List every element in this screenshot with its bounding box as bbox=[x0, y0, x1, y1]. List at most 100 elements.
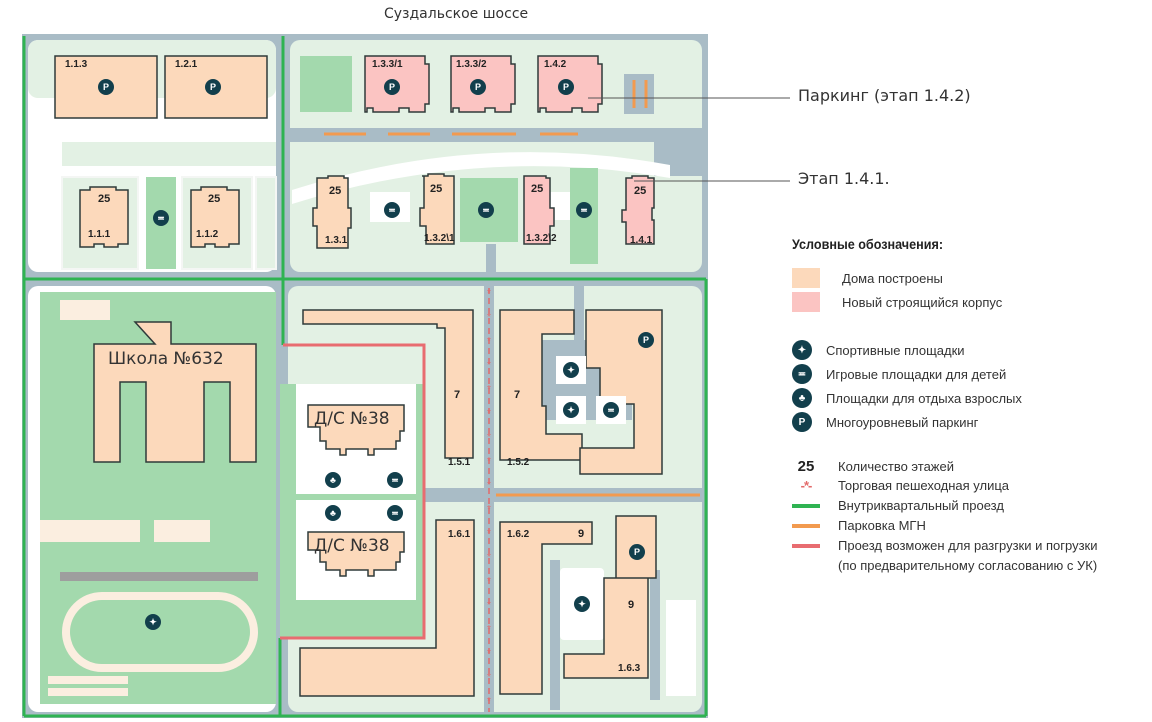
kindergarten-2[interactable] bbox=[307, 531, 405, 577]
svg-text:P: P bbox=[563, 82, 569, 92]
sports-field bbox=[70, 600, 250, 664]
parking-icon: P bbox=[98, 79, 114, 95]
sport-icon: ✦ bbox=[563, 402, 579, 418]
legend-line-sample bbox=[792, 503, 820, 508]
playground-icon: ≖ bbox=[384, 202, 400, 218]
pedestrian-marker: * bbox=[487, 432, 491, 443]
building-label: 1.4.1 bbox=[630, 235, 653, 246]
rest-area-icon: ♣ bbox=[325, 505, 341, 521]
floors-count: 9 bbox=[628, 599, 634, 611]
building-label: 1.3.2\2 bbox=[526, 233, 557, 244]
pedestrian-marker: * bbox=[487, 312, 491, 323]
svg-text:P: P bbox=[643, 335, 649, 345]
building-label: 1.3.2\1 bbox=[424, 233, 455, 244]
building-1-1-1[interactable] bbox=[79, 186, 129, 248]
svg-text:✦: ✦ bbox=[149, 617, 157, 627]
legend-item: (по предварительному согласованию с УК) bbox=[792, 558, 1097, 573]
svg-text:≖: ≖ bbox=[482, 205, 490, 215]
legend-label: Парковка МГН bbox=[838, 518, 926, 533]
walkway bbox=[666, 600, 696, 696]
path bbox=[154, 520, 210, 542]
building-label: 1.4.2 bbox=[544, 59, 567, 70]
building-label: 1.3.3/2 bbox=[456, 59, 487, 70]
parking-icon: P bbox=[384, 79, 400, 95]
svg-text:♣: ♣ bbox=[330, 475, 336, 485]
path bbox=[40, 520, 140, 542]
playground-icon: ≖ bbox=[792, 364, 812, 384]
lawn bbox=[62, 142, 276, 166]
svg-text:P: P bbox=[210, 82, 216, 92]
pedestrian-marker: * bbox=[487, 600, 491, 611]
svg-text:≖: ≖ bbox=[391, 475, 399, 485]
kindergarten-1[interactable] bbox=[307, 404, 405, 456]
floors-count: 25 bbox=[430, 183, 442, 195]
building-1-3-2-2[interactable] bbox=[523, 175, 555, 245]
building-1-4-1[interactable] bbox=[621, 175, 655, 245]
path bbox=[48, 688, 128, 696]
legend-item: Внутриквартальный проезд bbox=[792, 498, 1004, 513]
parking-icon: P bbox=[629, 544, 645, 560]
playground-icon: ≖ bbox=[387, 472, 403, 488]
sport-icon: ✦ bbox=[792, 340, 812, 360]
pedestrian-marker: * bbox=[487, 552, 491, 563]
building-1-1-2[interactable] bbox=[190, 186, 240, 248]
kindergarten-label: Д/С №38 bbox=[314, 409, 390, 429]
legend-item: Проезд возможен для разгрузки и погрузки bbox=[792, 538, 1098, 553]
sport-icon: ✦ bbox=[563, 362, 579, 378]
building-1-3-1[interactable] bbox=[312, 175, 352, 249]
legend-label: Внутриквартальный проезд bbox=[838, 498, 1004, 513]
legend-label: Многоуровневый паркинг bbox=[826, 414, 979, 430]
callout-stage: Этап 1.4.1. bbox=[798, 169, 890, 188]
floors-count: 25 bbox=[634, 185, 646, 197]
kindergarten-label: Д/С №38 bbox=[314, 536, 390, 556]
school-building[interactable] bbox=[93, 321, 257, 463]
building-label: 1.3.1 bbox=[325, 235, 348, 246]
svg-text:✦: ✦ bbox=[578, 599, 586, 609]
floors-count: 7 bbox=[514, 389, 520, 401]
parking-icon: P bbox=[792, 412, 812, 432]
building-label: 1.6.1 bbox=[448, 529, 471, 540]
pedestrian-marker: * bbox=[487, 624, 491, 635]
school-label: Школа №632 bbox=[108, 349, 224, 369]
building-1-3-2-1[interactable] bbox=[419, 173, 455, 245]
legend-label: Площадки для отдыха взрослых bbox=[826, 390, 1022, 406]
pedestrian-marker: * bbox=[487, 696, 491, 707]
mgn-parking-lines bbox=[324, 80, 700, 497]
parking-icon: P bbox=[205, 79, 221, 95]
playground-icon: ≖ bbox=[387, 505, 403, 521]
building-1-5-1[interactable] bbox=[302, 309, 474, 459]
building-1-6-1[interactable] bbox=[299, 519, 475, 697]
floors-count: 25 bbox=[531, 183, 543, 195]
loading-road-line bbox=[280, 343, 426, 640]
walkway bbox=[292, 152, 670, 204]
legend-label: Количество этажей bbox=[838, 459, 954, 474]
building-label: 1.5.1 bbox=[448, 457, 471, 468]
building-label: 1.3.3/1 bbox=[372, 59, 403, 70]
street-label: Суздальское шоссе bbox=[384, 6, 529, 22]
pedestrian-street-markers: ****************** bbox=[487, 288, 491, 707]
building-label: 1.1.2 bbox=[196, 229, 219, 240]
building-1-6-2[interactable] bbox=[499, 521, 593, 695]
svg-text:≖: ≖ bbox=[157, 213, 165, 223]
svg-text:≖: ≖ bbox=[607, 405, 615, 415]
pedestrian-marker: * bbox=[487, 408, 491, 419]
svg-text:P: P bbox=[634, 547, 640, 557]
svg-text:≖: ≖ bbox=[580, 205, 588, 215]
building-multilevel-parking-1-5[interactable] bbox=[579, 309, 663, 475]
legend-item: ✦Спортивные площадки bbox=[792, 340, 965, 360]
building-label: 1.2.1 bbox=[175, 59, 198, 70]
legend-swatch bbox=[792, 268, 820, 288]
pedestrian-marker: * bbox=[487, 384, 491, 395]
building-1-5-2[interactable] bbox=[499, 309, 583, 461]
legend-item: Дома построены bbox=[792, 268, 943, 288]
sport-icon: ✦ bbox=[145, 614, 161, 630]
internal-road-lines bbox=[22, 36, 708, 718]
legend-swatch bbox=[792, 292, 820, 312]
legend-label: Дома построены bbox=[842, 270, 943, 286]
legend-line-sample bbox=[792, 523, 820, 528]
legend-item: ♣Площадки для отдыха взрослых bbox=[792, 388, 1022, 408]
floors-count: 9 bbox=[578, 528, 584, 540]
building-label: 1.5.2 bbox=[507, 457, 530, 468]
building-label: 1.6.3 bbox=[618, 663, 641, 674]
